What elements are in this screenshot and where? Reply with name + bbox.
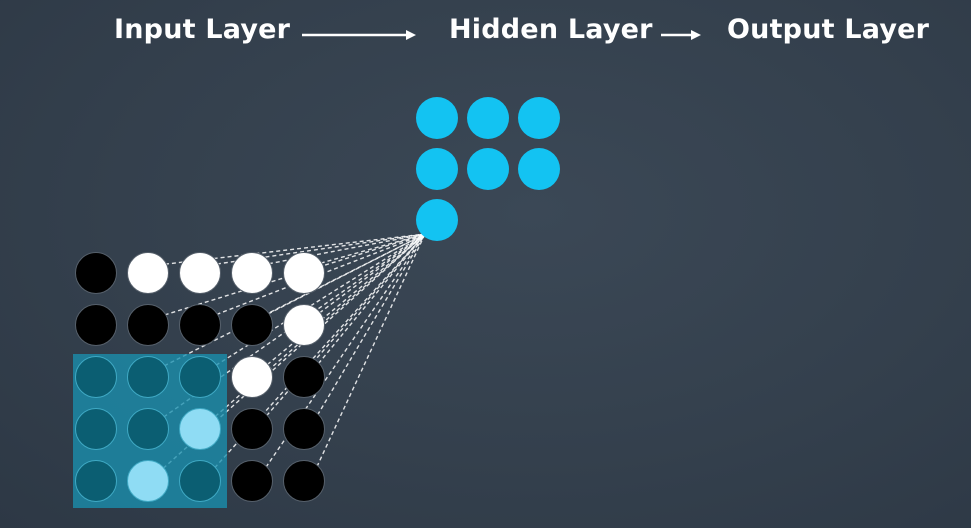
patch-node-black <box>75 356 117 398</box>
connection-line <box>313 233 426 266</box>
connection-line <box>209 233 426 474</box>
patch-node-white <box>127 460 169 502</box>
patch-node-black <box>75 460 117 502</box>
patch-node-black <box>75 408 117 450</box>
input-node-black <box>231 304 273 346</box>
input-node-black <box>179 304 221 346</box>
connection-line <box>313 233 426 318</box>
receptive-field-patch <box>73 354 227 508</box>
input-node-black <box>127 304 169 346</box>
connection-line <box>313 233 426 370</box>
patch-node-white <box>179 408 221 450</box>
input-node-white <box>179 252 221 294</box>
hidden-node <box>467 97 509 139</box>
output-layer-title: Output Layer <box>727 14 930 45</box>
input-node-white <box>231 252 273 294</box>
patch-node-black <box>179 460 221 502</box>
patch-node-black <box>127 408 169 450</box>
hidden-node-active <box>416 199 458 241</box>
input-node-white <box>127 252 169 294</box>
input-layer-title: Input Layer <box>114 14 291 45</box>
input-node-black <box>231 408 273 450</box>
arrow-icon <box>661 30 701 40</box>
input-node-black <box>75 304 117 346</box>
hidden-node <box>518 97 560 139</box>
connection-line <box>157 233 426 370</box>
hidden-node <box>467 148 509 190</box>
input-node-black <box>231 460 273 502</box>
input-node-black <box>283 460 325 502</box>
connection-line <box>157 233 426 318</box>
hidden-node <box>416 97 458 139</box>
hidden-layer-grid <box>416 97 560 241</box>
patch-node-black <box>127 356 169 398</box>
connection-line <box>209 233 426 370</box>
input-node-black <box>283 356 325 398</box>
arrow-icon <box>302 30 416 40</box>
input-node-black <box>75 252 117 294</box>
patch-node-black <box>179 356 221 398</box>
connection-line <box>261 233 426 474</box>
hidden-node <box>518 148 560 190</box>
input-node-black <box>283 408 325 450</box>
connection-line <box>261 233 426 370</box>
input-node-white <box>231 356 273 398</box>
hidden-node <box>416 148 458 190</box>
connection-line <box>261 233 426 318</box>
input-node-white <box>283 252 325 294</box>
connection-line <box>313 233 426 422</box>
input-layer-grid <box>75 252 325 502</box>
connection-line <box>313 233 426 474</box>
input-node-white <box>283 304 325 346</box>
hidden-layer-title: Hidden Layer <box>449 14 653 45</box>
